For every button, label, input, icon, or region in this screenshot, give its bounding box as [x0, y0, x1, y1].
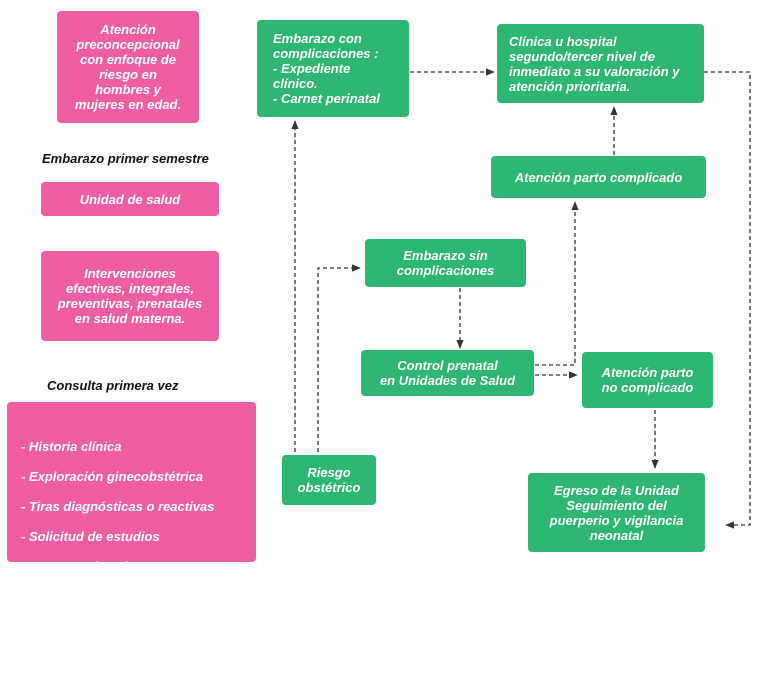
- consulta-subitem: Gabinete: [49, 619, 105, 634]
- riesgo-obstetrico-box: Riesgo obstétrico: [282, 455, 376, 505]
- arrow-riesgo-to-sin-complicaciones: [317, 264, 361, 452]
- consulta-primera-vez-label: Consulta primera vez: [47, 378, 179, 393]
- consulta-item: - Historia clínica: [21, 439, 122, 454]
- flow-arrows: [291, 68, 751, 529]
- consulta-item: - Solicitud de estudios: [21, 529, 160, 544]
- unidad-salud-box: Unidad de salud: [41, 182, 219, 216]
- clinica-hospital-box: Clínica u hospital segundo/tercer nivel …: [497, 24, 704, 103]
- consulta-subitem: Laboratorios: [49, 589, 129, 604]
- consulta-item: - Carnet perinatal: [21, 559, 128, 574]
- embarazo-sin-complicaciones-box: Embarazo sin complicaciones: [365, 239, 526, 287]
- preconcepcional-box: Atención preconcepcional con enfoque de …: [57, 11, 199, 123]
- intervenciones-box: Intervenciones efectivas, integrales, pr…: [41, 251, 219, 341]
- consulta-item: - Tiras diagnósticas o reactivas: [21, 499, 215, 514]
- embarazo-complicaciones-box: Embarazo con complicaciones : - Expedien…: [257, 20, 409, 117]
- consulta-box: - Historia clínica - Exploración ginecob…: [7, 402, 256, 664]
- atencion-parto-no-complicado-box: Atención parto no complicado: [582, 352, 713, 408]
- arrow-clinica-to-egreso: [704, 71, 751, 529]
- consulta-subitem: Ácido fólico- micronutrientes: [49, 649, 230, 664]
- atencion-parto-complicado-box: Atención parto complicado: [491, 156, 706, 198]
- embarazo-primer-semestre-label: Embarazo primer semestre: [42, 151, 209, 166]
- arrow-control-to-parto-complicado: [535, 201, 579, 366]
- egreso-unidad-box: Egreso de la Unidad Seguimiento del puer…: [528, 473, 705, 552]
- consulta-item: - Exploración ginecobstétrica: [21, 469, 204, 484]
- control-prenatal-box: Control prenatal en Unidades de Salud: [361, 350, 534, 396]
